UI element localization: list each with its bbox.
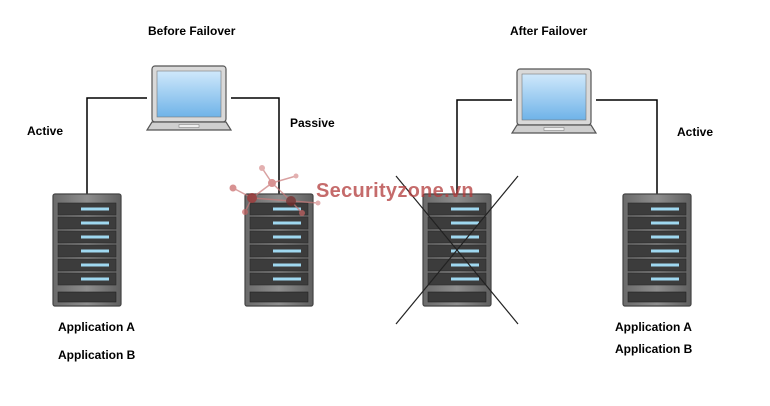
watermark-text: Securityzone.vn [316,180,474,202]
before-passive-label: Passive [290,116,335,130]
after-failover-title: After Failover [510,24,588,38]
after-app-a-label: Application A [615,320,692,334]
laptop-icon-before [146,65,232,131]
before-app-a-label: Application A [58,320,135,334]
server-icon-after-active [622,193,692,307]
before-failover-title: Before Failover [148,24,236,38]
before-active-label: Active [27,124,64,138]
link-laptop-left-passive [231,97,280,194]
link-laptop-right-active [596,99,658,194]
after-active-label: Active [677,125,714,139]
link-laptop-left-active [86,97,147,194]
link-laptop-right-failed [456,99,512,194]
after-app-b-label: Application B [615,342,693,356]
failed-cross-icon [395,175,519,325]
before-app-b-label: Application B [58,348,136,362]
laptop-icon-after [511,68,597,134]
server-icon-before-active [52,193,122,307]
watermark-logo-icon [229,165,321,216]
